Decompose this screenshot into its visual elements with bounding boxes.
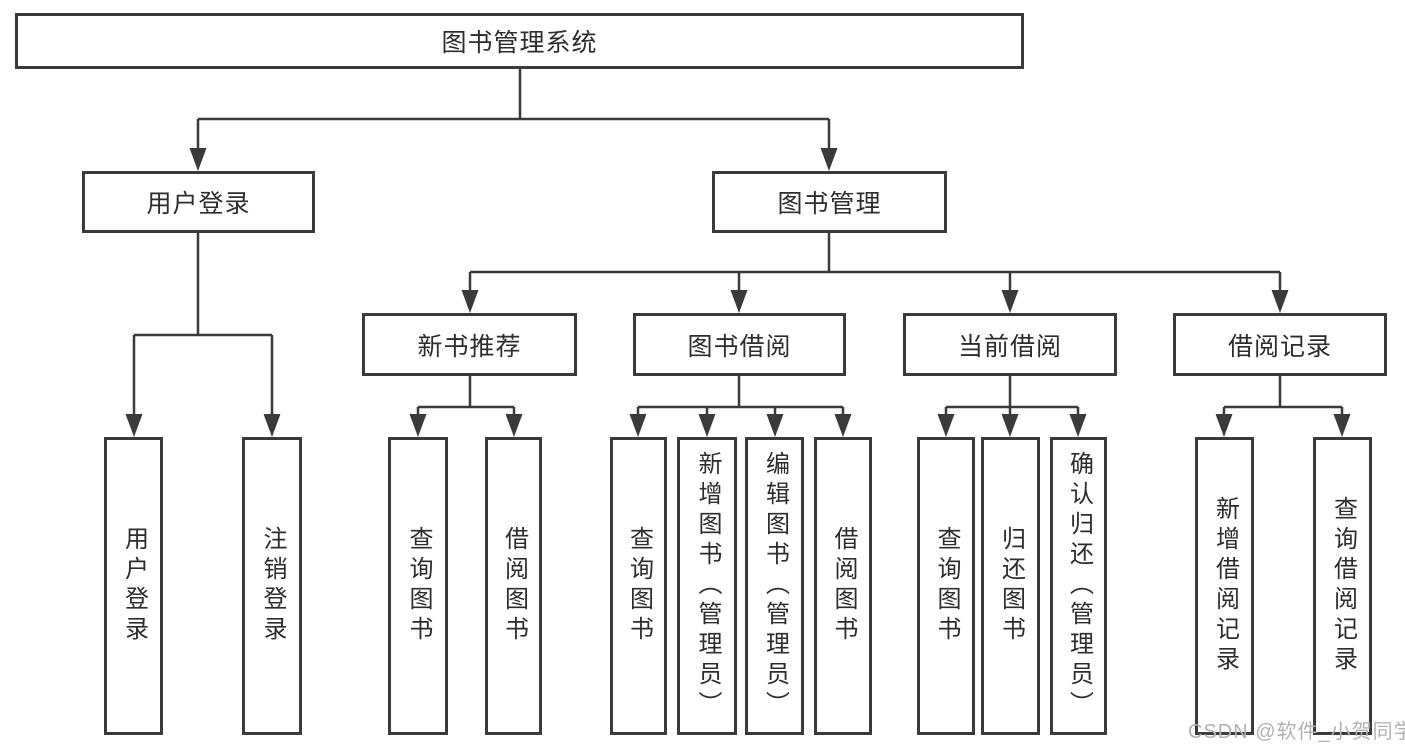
leaf-logout: 注销登录 xyxy=(242,437,302,735)
arrow-down-icon xyxy=(1333,414,1351,437)
leaf-add-books-admin: 新增图书（管理员） xyxy=(677,437,737,735)
leaf-confirm-return-admin: 确认归还（管理员） xyxy=(1050,437,1107,735)
arrow-down-icon xyxy=(189,148,207,171)
arrow-down-icon xyxy=(766,414,784,437)
leaf-user-login: 用户登录 xyxy=(104,437,163,735)
arrow-down-icon xyxy=(461,290,479,313)
node-label: 图书管理 xyxy=(777,190,882,218)
node-label: 用户登录 xyxy=(146,190,251,218)
node-label: 图书管理系统 xyxy=(441,29,598,57)
leaf-query-borrow-record: 查询借阅记录 xyxy=(1313,437,1372,735)
leaf-label: 归还图书 xyxy=(997,526,1025,646)
csdn-watermark: CSDN @软件_小贺同学 xyxy=(1188,721,1405,743)
arrow-down-icon xyxy=(730,290,748,313)
arrow-down-icon xyxy=(1069,414,1087,437)
leaf-label: 编辑图书（管理员） xyxy=(761,451,789,721)
node-label: 当前借阅 xyxy=(957,332,1062,361)
leaf-borrow-books: 借阅图书 xyxy=(485,437,542,735)
node-label: 新书推荐 xyxy=(417,332,522,361)
arrow-down-icon xyxy=(125,414,143,437)
arrow-down-icon xyxy=(629,414,647,437)
leaf-label: 注销登录 xyxy=(259,526,286,646)
arrow-down-icon xyxy=(409,414,427,437)
leaf-query-books: 查询图书 xyxy=(917,437,975,735)
arrowhead-icons xyxy=(125,148,1351,437)
leaf-label: 新增图书（管理员） xyxy=(694,451,721,721)
arrow-down-icon xyxy=(1271,290,1289,313)
leaf-edit-books-admin: 编辑图书（管理员） xyxy=(745,437,804,735)
node-borrowing-records: 借阅记录 xyxy=(1173,313,1387,376)
leaf-return-books: 归还图书 xyxy=(981,437,1040,735)
arrow-down-icon xyxy=(1001,290,1019,313)
arrow-down-icon xyxy=(1215,414,1233,437)
node-label: 借阅记录 xyxy=(1227,332,1332,361)
leaf-label: 借阅图书 xyxy=(500,526,528,646)
leaf-label: 查询图书 xyxy=(933,526,960,646)
node-label: 图书借阅 xyxy=(687,332,792,361)
leaf-label: 用户登录 xyxy=(120,526,148,646)
leaf-query-books: 查询图书 xyxy=(610,437,667,735)
arrow-down-icon xyxy=(834,414,852,437)
leaf-query-books: 查询图书 xyxy=(388,437,448,735)
leaf-label: 借阅图书 xyxy=(830,526,857,646)
node-user-login: 用户登录 xyxy=(82,171,315,233)
arrow-down-icon xyxy=(698,414,716,437)
leaf-label: 查询借阅记录 xyxy=(1329,496,1357,676)
leaf-add-borrow-record: 新增借阅记录 xyxy=(1195,437,1254,735)
arrow-down-icon xyxy=(1001,414,1019,437)
arrow-down-icon xyxy=(505,414,523,437)
node-current-borrowing: 当前借阅 xyxy=(903,313,1117,376)
node-book-borrowing: 图书借阅 xyxy=(633,313,846,376)
node-library-management-system: 图书管理系统 xyxy=(15,13,1024,69)
node-book-management: 图书管理 xyxy=(712,171,947,233)
leaf-label: 新增借阅记录 xyxy=(1211,496,1239,676)
arrow-down-icon xyxy=(937,414,955,437)
leaf-label: 查询图书 xyxy=(625,526,653,646)
arrow-down-icon xyxy=(263,414,281,437)
leaf-label: 查询图书 xyxy=(405,526,432,646)
node-new-book-recommendation: 新书推荐 xyxy=(362,313,577,376)
leaf-borrow-books: 借阅图书 xyxy=(814,437,872,735)
leaf-label: 确认归还（管理员） xyxy=(1065,451,1093,721)
arrow-down-icon xyxy=(820,148,838,171)
